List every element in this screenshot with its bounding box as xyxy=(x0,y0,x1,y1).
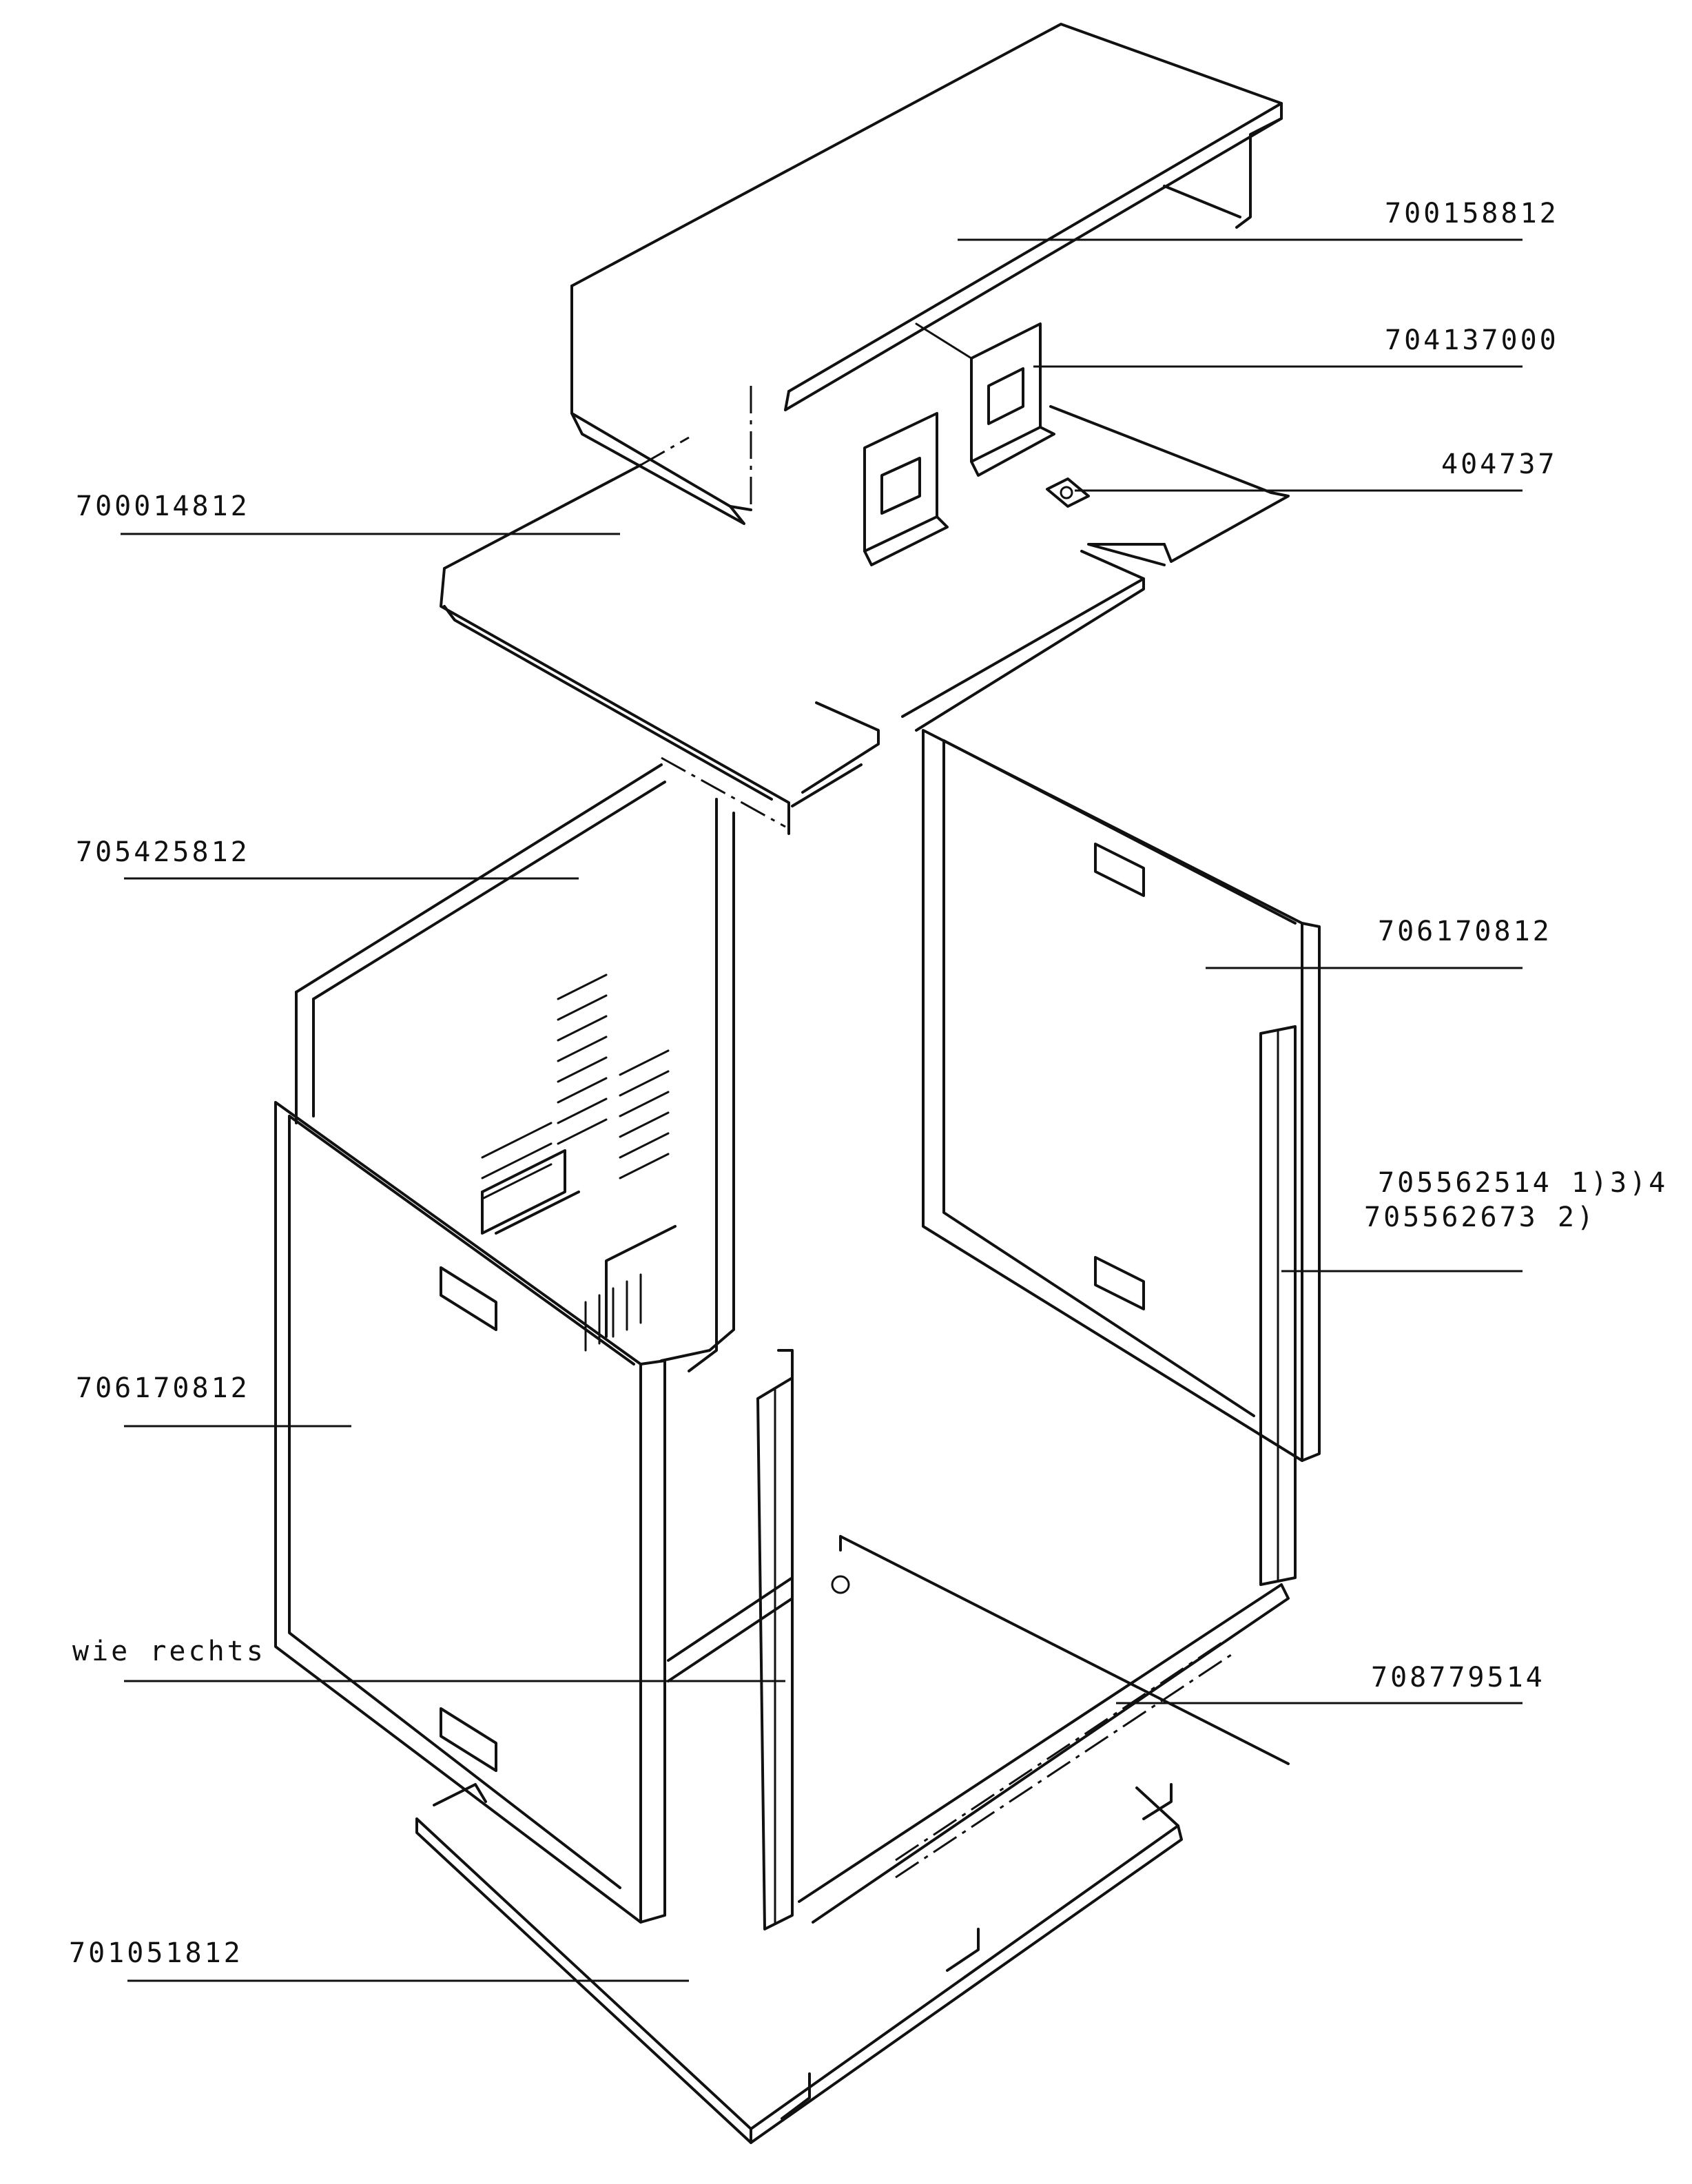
side-panel-left-part xyxy=(274,1101,666,1924)
label-base-plate: 701051812 xyxy=(69,1937,243,1969)
label-side-profile-line2: 705562673 2) xyxy=(1364,1202,1596,1233)
clip-part xyxy=(1046,477,1090,508)
side-profile-part xyxy=(1259,1025,1297,1586)
bracket-part xyxy=(863,322,1055,566)
label-side-panel-left: 706170812 xyxy=(76,1372,250,1404)
leader-lines xyxy=(121,238,1523,1982)
label-bracket: 704137000 xyxy=(1385,324,1559,356)
part-labels: 700158812 704137000 404737 700014812 705… xyxy=(69,198,1668,1969)
top-plate-part xyxy=(440,405,1290,835)
label-top-plate: 700014812 xyxy=(76,491,250,522)
base-plate-part xyxy=(415,1783,1183,2144)
label-bottom-rail: 708779514 xyxy=(1371,1662,1545,1693)
label-side-profile-line1: 705562514 1)3)4 xyxy=(1378,1167,1668,1199)
top-cover-part xyxy=(570,23,1283,525)
label-top-cover: 700158812 xyxy=(1385,198,1559,229)
center-profile-part xyxy=(756,1349,794,1930)
label-side-panel-right: 706170812 xyxy=(1378,916,1552,947)
bottom-rail-part xyxy=(667,1535,1290,1924)
label-clip: 404737 xyxy=(1441,449,1558,480)
label-back-panel: 705425812 xyxy=(76,836,250,868)
label-same-as-right: wie rechts xyxy=(72,1636,266,1667)
side-panel-right-part xyxy=(922,729,1321,1462)
vent-slots xyxy=(481,973,670,1200)
